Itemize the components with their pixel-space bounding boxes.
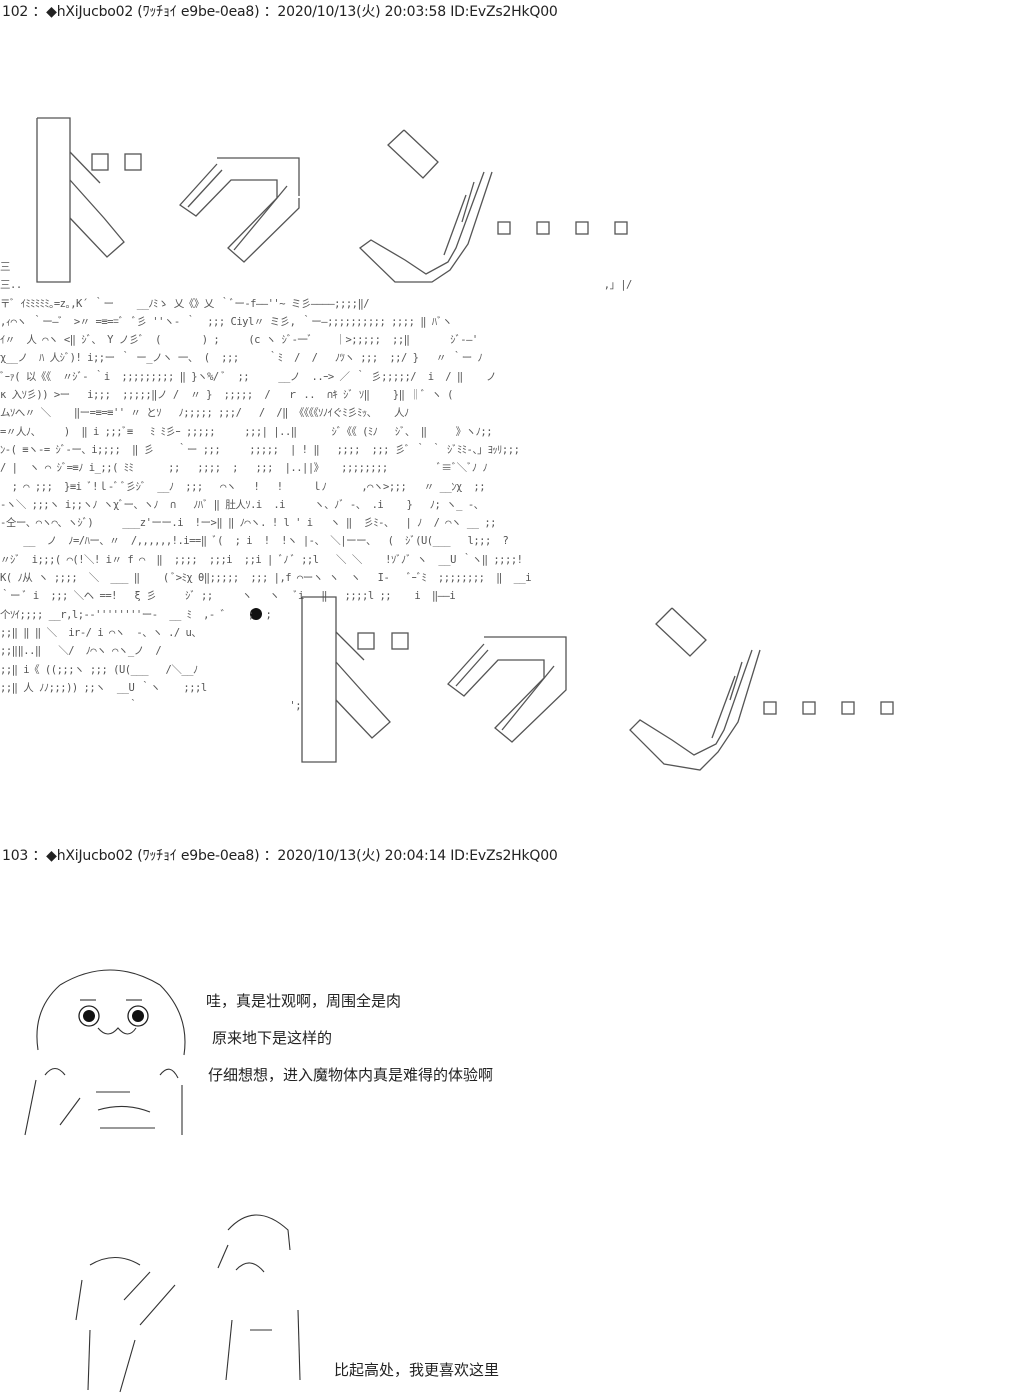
character-figure-2 — [75, 1214, 301, 1393]
ascii-art-scene: 三 三.. ,｣ |/ 〒ﾞ ｲﾐﾐﾐﾐﾐ｡=z｡,K´ ｀ー __ﾉﾐゝ 乂《… — [0, 261, 632, 713]
sfx-n-top — [358, 129, 628, 283]
dialogue-line-4: 比起高处，我更喜欢这里 — [334, 1361, 500, 1379]
sfx-n-bottom — [629, 607, 894, 771]
sfx-wa-bottom — [447, 636, 567, 743]
dialogue-line-2: 原来地下是这样的 — [212, 1029, 333, 1047]
character-figure-1 — [24, 969, 186, 1136]
dialogue-line-1: 哇，真是壮观啊，周围全是肉 — [206, 992, 402, 1010]
post-header-103: 103 ：◆hXiJucbo02 (ﾜｯﾁｮｲ e9be-0ea8) ：2020… — [2, 848, 558, 864]
eye-left — [78, 1005, 100, 1027]
eye-right — [127, 1005, 149, 1027]
post-header-102: 102 ：◆hXiJucbo02 (ﾜｯﾁｮｲ e9be-0ea8) ：2020… — [2, 4, 558, 20]
dialogue-line-3: 仔细想想，进入魔物体内真是难得的体验啊 — [208, 1066, 494, 1084]
sfx-wa-top — [179, 157, 300, 263]
dark-dot — [250, 608, 262, 620]
sfx-do-bottom — [301, 596, 409, 763]
sfx-do-top — [36, 117, 142, 283]
